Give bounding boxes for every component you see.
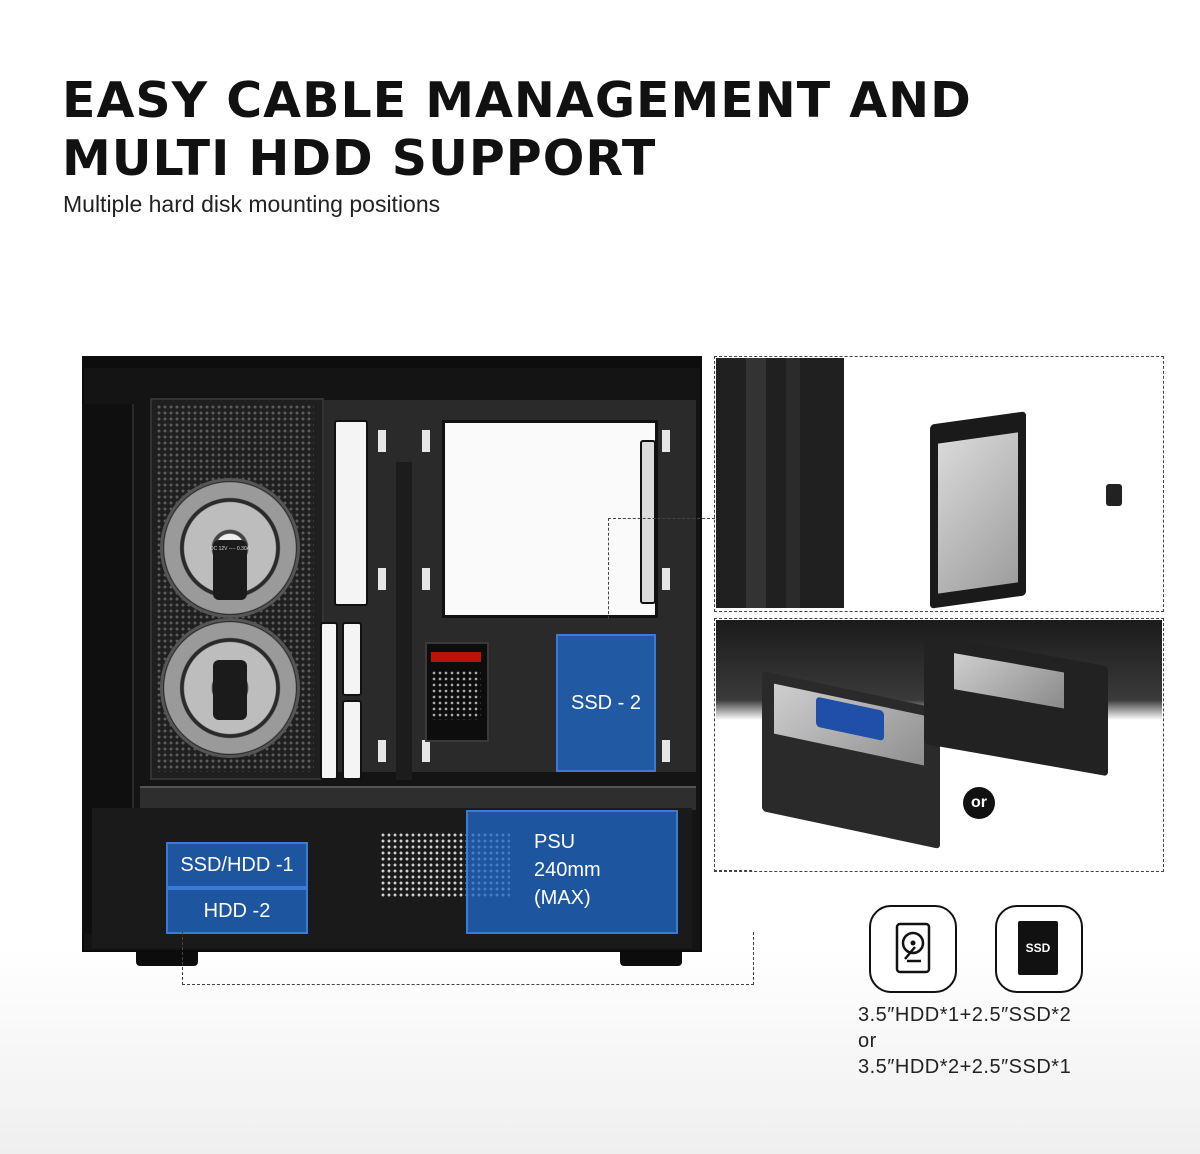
detail-frame-ssd (714, 356, 1164, 612)
config-note-line-3: 3.5″HDD*2+2.5″SSD*1 (858, 1056, 1072, 1078)
cpu-cutout (442, 420, 658, 618)
connector-ssd2 (608, 518, 715, 619)
cable-cutout-3 (342, 700, 362, 780)
tie-point (378, 430, 386, 452)
fan-hub-bottom (213, 660, 247, 720)
page-subtitle: Multiple hard disk mounting positions (63, 191, 441, 217)
tie-point (662, 568, 670, 590)
ssd2-highlight: SSD - 2 (556, 634, 656, 772)
config-note-line-1: 3.5″HDD*1+2.5″SSD*2 (858, 1004, 1072, 1026)
connector-bottom (182, 932, 754, 985)
hdd2-highlight: HDD -2 (166, 888, 308, 934)
case-foot-right (620, 952, 682, 966)
tie-point (662, 740, 670, 762)
tie-point (422, 740, 430, 762)
case-top-rail (82, 356, 702, 368)
psu-label: PSU 240mm (MAX) (534, 828, 601, 912)
config-note-line-2: or (858, 1030, 877, 1052)
detail-frame-hdd (714, 618, 1164, 872)
cable-cutout-top (334, 420, 368, 606)
hdd2-label: HDD -2 (203, 900, 271, 922)
psu-label-line-3: (MAX) (534, 887, 591, 909)
cable-cutout-2 (342, 622, 362, 696)
ssd-drive-image (930, 411, 1026, 609)
psu-label-line-2: 240mm (534, 859, 601, 881)
hdd-icon (869, 905, 957, 993)
tie-point (422, 430, 430, 452)
page-title: EASY CABLE MANAGEMENT AND MULTI HDD SUPP… (62, 72, 972, 188)
ssd-hdd1-highlight: SSD/HDD -1 (166, 842, 308, 888)
connector-bottom-link (714, 870, 752, 871)
mounting-screw-image (1106, 484, 1122, 506)
tie-point (378, 568, 386, 590)
detail-photo-bracket (716, 358, 844, 608)
cable-cutout-1 (320, 622, 338, 780)
ssd2-label: SSD - 2 (570, 692, 642, 714)
tie-point (378, 740, 386, 762)
title-line-1: EASY CABLE MANAGEMENT AND (62, 72, 972, 129)
ssd-icon-text: SSD (1018, 921, 1058, 975)
psu-label-line-1: PSU (534, 831, 576, 853)
shroud-top-edge (140, 786, 696, 810)
ssd-hdd1-label: SSD/HDD -1 (180, 854, 294, 876)
fan-label: DC 12V ---- 0.30A (209, 546, 250, 552)
tie-point (662, 430, 670, 452)
ssd-icon: SSD (995, 905, 1083, 993)
side-cutout (640, 440, 656, 604)
fan-hub-controller (425, 642, 489, 742)
psu-highlight: PSU 240mm (MAX) (466, 810, 678, 934)
fan-hub-top (213, 540, 247, 600)
or-badge: or (963, 787, 995, 819)
tie-point (422, 568, 430, 590)
tray-rib (396, 462, 412, 780)
title-line-2: MULTI HDD SUPPORT (62, 130, 657, 187)
